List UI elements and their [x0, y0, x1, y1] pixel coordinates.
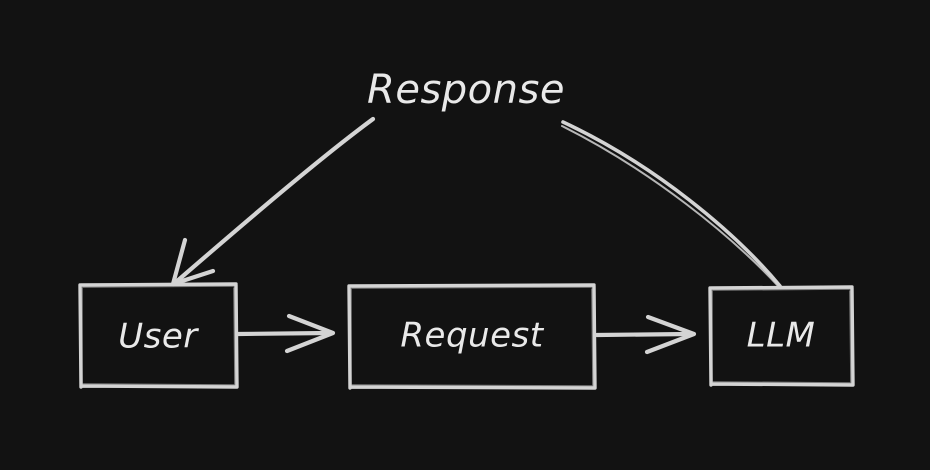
- user-box-outline: [78, 282, 239, 389]
- llm-box-outline: [708, 285, 855, 387]
- request-box-sketch-overlay: [350, 286, 594, 387]
- edge-response-right-leg: [561, 120, 782, 288]
- edge-user-request-arrowhead: [284, 313, 336, 354]
- edge-user-to-request[interactable]: [235, 313, 336, 354]
- edge-llm-to-user[interactable]: Response: [170, 67, 782, 288]
- request-box-outline: [347, 283, 597, 390]
- edge-request-llm-arrowhead: [644, 314, 697, 355]
- node-label-user: User: [118, 317, 199, 357]
- node-user[interactable]: User: [78, 282, 239, 389]
- node-request[interactable]: Request: [347, 283, 597, 390]
- edge-response-arrowhead: [170, 237, 216, 287]
- node-label-request: Request: [400, 316, 544, 356]
- edge-response-right-leg-overlay: [561, 125, 780, 288]
- edge-request-llm-line: [594, 331, 693, 338]
- node-llm[interactable]: LLM: [708, 285, 855, 387]
- node-label-llm: LLM: [747, 316, 816, 356]
- edge-label-response: Response: [367, 67, 565, 113]
- edge-response-left-leg: [173, 116, 376, 285]
- user-box-sketch-overlay: [81, 285, 236, 386]
- llm-box-sketch-overlay: [711, 288, 852, 384]
- edge-user-request-line: [235, 330, 332, 337]
- edge-request-to-llm[interactable]: [594, 314, 697, 355]
